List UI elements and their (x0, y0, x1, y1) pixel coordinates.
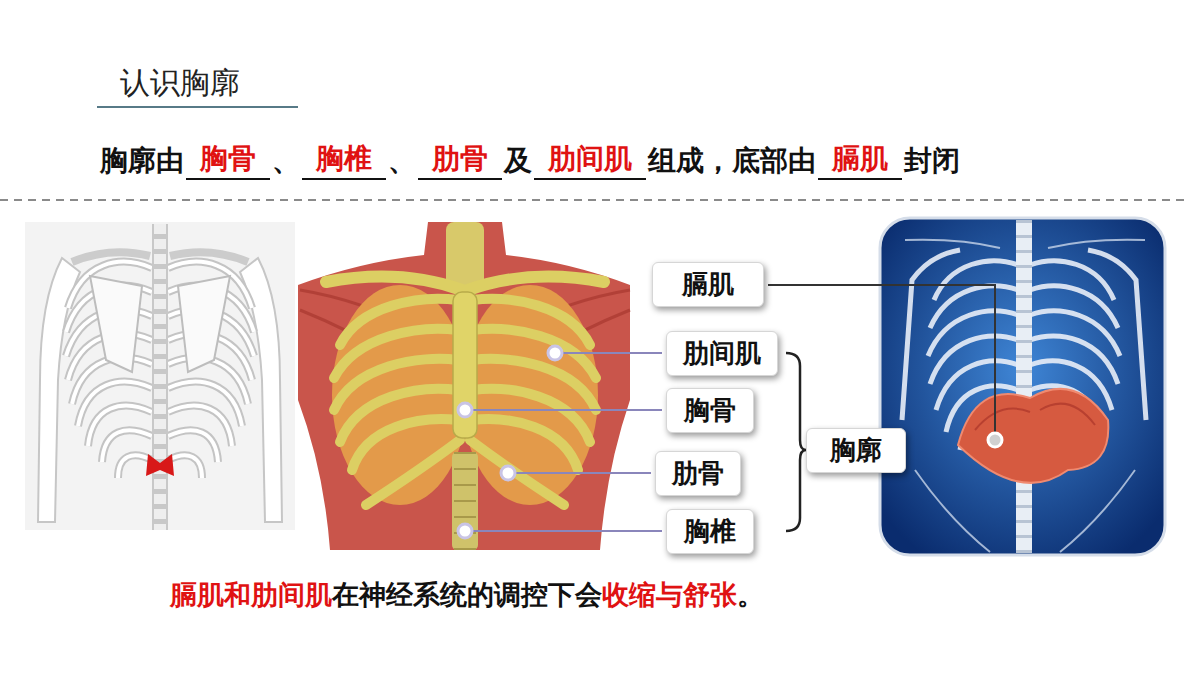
slide-title: 认识胸廓 (120, 63, 240, 104)
label-text: 肋间肌 (683, 338, 761, 368)
back-skeleton-illustration-part (25, 222, 295, 530)
back-skeleton-illustration (25, 222, 295, 530)
sentence-text: 胸廓由 (100, 142, 184, 180)
diaphragm-illustration-part (880, 218, 1165, 555)
back-skeleton-illustration-part (168, 252, 282, 522)
label-box: 胸椎 (666, 509, 754, 554)
sentence-text: 、 (272, 142, 300, 180)
diaphragm-illustration-part (975, 404, 1095, 430)
marker-dots-part (458, 524, 472, 538)
diaphragm-illustration-part (958, 389, 1108, 483)
back-skeleton-illustration-part (152, 224, 168, 530)
answer-text: 胸骨 (200, 142, 256, 175)
diaphragm-illustration-part (1016, 220, 1032, 553)
front-torso-illustration-part (454, 452, 476, 550)
leader-lines-part (768, 285, 995, 433)
answer-blank: 胸骨 (186, 140, 270, 180)
label-box: 肋骨 (655, 451, 741, 496)
answer-blank: 胸椎 (302, 140, 386, 180)
answer-text: 肋骨 (432, 142, 488, 175)
sentence-text: 封闭 (904, 142, 960, 180)
highlight-text: 收缩与舒张 (602, 577, 737, 613)
sentence-text: 及 (504, 142, 532, 180)
back-skeleton-illustration-part (38, 252, 152, 522)
label-text: 胸廓 (830, 435, 882, 465)
label-box: 膈肌 (652, 262, 764, 307)
divider-line (0, 199, 1185, 201)
group-bracket (786, 353, 806, 531)
note-sentence: 膈肌和肋间肌在神经系统的调控下会收缩与舒张。 (170, 577, 764, 613)
label-text: 胸骨 (684, 395, 736, 425)
answer-text: 膈肌 (832, 142, 888, 175)
diaphragm-illustration-part (1016, 220, 1032, 553)
sentence-text: 。 (737, 577, 764, 613)
marker-dots-part (548, 346, 562, 360)
marker-dots-part (501, 466, 515, 480)
label-box: 胸骨 (666, 388, 754, 433)
answer-text: 肋间肌 (548, 142, 632, 175)
label-text: 膈肌 (682, 269, 734, 299)
front-torso-illustration-part (453, 292, 477, 438)
front-torso-illustration (298, 222, 630, 550)
leader-lines-part (562, 352, 662, 354)
title-underline (97, 106, 298, 108)
label-box: 肋间肌 (666, 331, 778, 376)
sentence-text: 在神经系统的调控下会 (332, 577, 602, 613)
leader-lines-part (472, 530, 662, 532)
diaphragm-illustration (880, 218, 1165, 555)
back-skeleton-illustration-part (146, 454, 174, 476)
front-torso-illustration-part (452, 452, 478, 550)
leader-lines-part (472, 409, 662, 411)
front-torso-illustration-part (326, 277, 462, 505)
front-torso-illustration-part (468, 277, 604, 505)
answer-text: 胸椎 (316, 142, 372, 175)
front-torso-illustration-part (298, 222, 630, 550)
answer-blank: 肋骨 (418, 140, 502, 180)
label-text: 肋骨 (672, 458, 724, 488)
fill-in-sentence: 胸廓由胸骨、胸椎、肋骨及肋间肌组成，底部由膈肌封闭 (100, 140, 960, 180)
back-skeleton-illustration-part (154, 224, 166, 530)
highlight-text: 膈肌和肋间肌 (170, 577, 332, 613)
sentence-text: 组成，底部由 (648, 142, 816, 180)
marker-dots-part (988, 433, 1002, 447)
leader-lines (472, 285, 995, 531)
sentence-text: 、 (388, 142, 416, 180)
answer-blank: 肋间肌 (534, 140, 646, 180)
answer-blank: 膈肌 (818, 140, 902, 180)
label-box: 胸廓 (806, 428, 906, 473)
label-text: 胸椎 (684, 516, 736, 546)
leader-lines-part (515, 472, 651, 474)
marker-dots-part (458, 403, 472, 417)
